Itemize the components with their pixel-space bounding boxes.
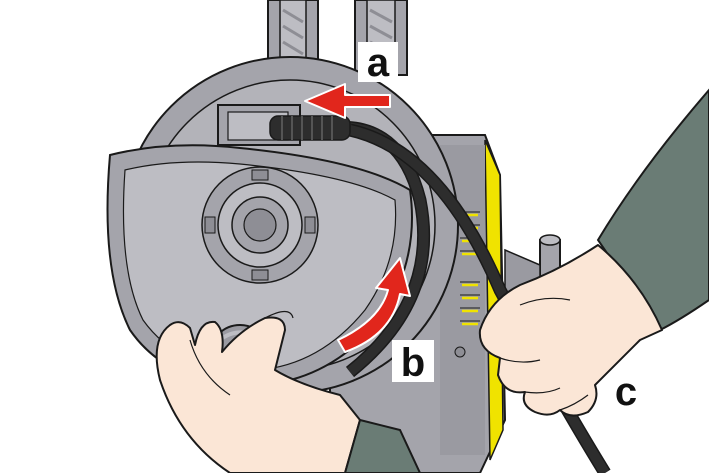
hose [269, 115, 611, 473]
callout-c: c [615, 370, 637, 414]
left-hand [155, 310, 422, 473]
hose-connector [269, 115, 351, 141]
curved-arrow-up-icon [337, 257, 411, 353]
callout-c-label: c [615, 370, 637, 414]
arrow-left-icon [304, 83, 391, 119]
callout-b-label: b [401, 341, 425, 385]
callout-a-label: a [367, 41, 390, 85]
callout-a: a [358, 41, 398, 85]
callout-b: b [392, 340, 434, 385]
right-hand [478, 88, 709, 417]
